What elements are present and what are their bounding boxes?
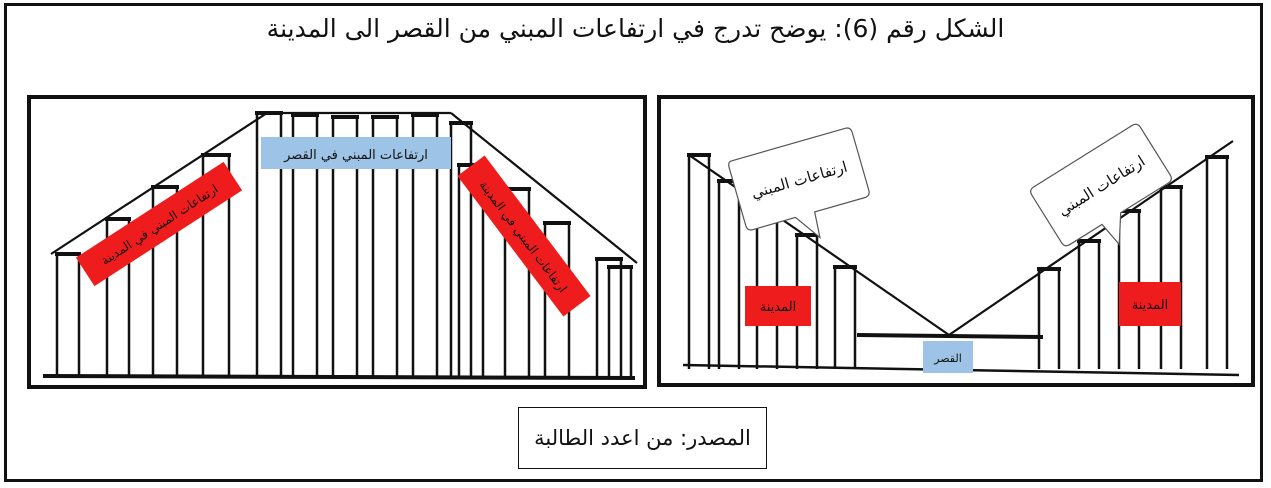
v-right-line [948,140,1234,336]
figure-title: الشكل رقم (6): يوضح تدرج في ارتفاعات الم… [266,14,1005,43]
building-bar [1077,239,1101,369]
building-bar [1159,185,1183,369]
building-bar [687,153,711,369]
right-slope-line [450,112,638,264]
palace-taller-diagram: ارتفاعات المبني في القصر ارتفاعات المبني… [27,95,647,389]
figure-frame [4,3,1263,482]
city-box-right [1119,282,1181,326]
speech-bubble-right [1030,123,1172,247]
palace-heights-label: ارتفاعات المبني في القصر [283,148,428,163]
source-caption: المصدر: من اعدد الطالبة [518,407,767,469]
building-bar [55,252,81,378]
palace-taller-sketch: ارتفاعات المبني في القصر ارتفاعات المبني… [42,111,638,380]
building-bar [833,265,857,369]
building-bar [1037,267,1061,369]
city-box-left [745,286,811,326]
v-left-line [688,154,950,336]
ground-line [42,374,636,380]
palace-heights-box [261,137,451,169]
city-heights-box-right [457,155,591,317]
building-bar [717,179,741,369]
palace-platform [856,333,1044,339]
building-bar [1205,155,1229,369]
city-heights-box-left [75,161,243,287]
palace-box [923,341,973,373]
palace-lower-diagram: ارتفاعات المبني ارتفاعات المبني المدينة … [657,95,1255,387]
city-heights-label-right: ارتفاعات المبني في المدينة [476,178,570,296]
city-label-left: المدينة [760,300,796,315]
building-bar [449,121,473,378]
city-label-right: المدينة [1132,298,1168,313]
palace-lower-sketch: ارتفاعات المبني ارتفاعات المبني المدينة … [682,123,1240,377]
palace-label: القصر [933,352,962,365]
left-slope-line [50,112,268,255]
speech-bubble-left [728,127,870,240]
